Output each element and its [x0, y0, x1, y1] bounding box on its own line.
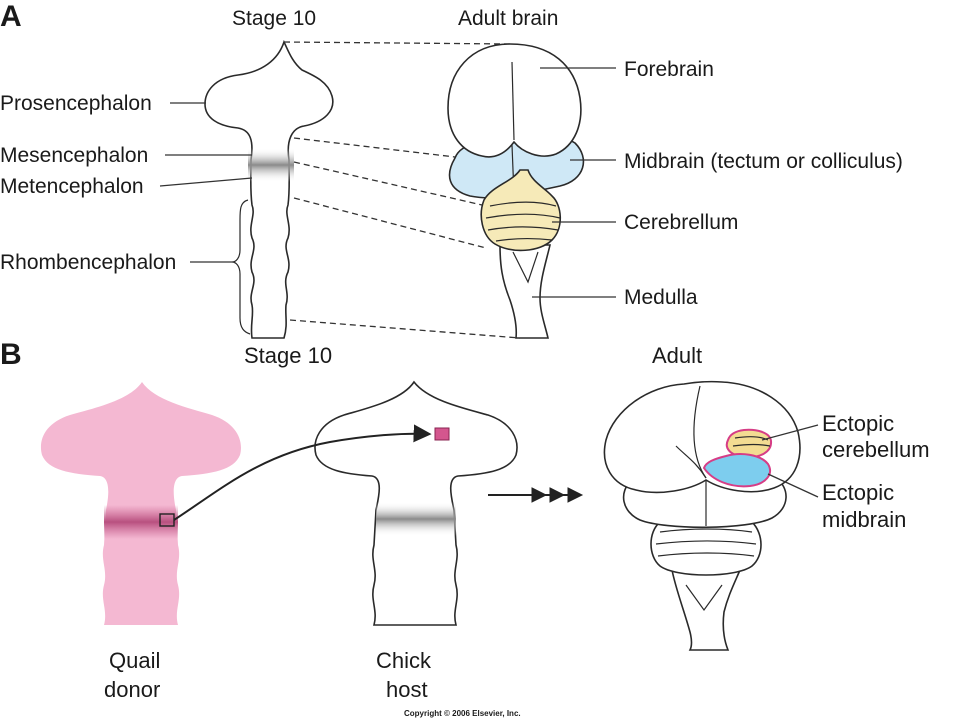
dash-mid-2	[293, 161, 483, 206]
leader-ectopic-midbrain	[767, 473, 819, 498]
leader-ectopic-cerebellum	[761, 424, 819, 441]
label-mesencephalon: Mesencephalon	[0, 144, 148, 167]
panel-letter-a: A	[0, 0, 22, 33]
host-midbrain-band	[376, 502, 456, 536]
forebrain	[447, 43, 582, 158]
label-quail-line2: donor	[104, 677, 160, 702]
label-metencephalon: Metencephalon	[0, 175, 144, 198]
cerebellum	[480, 169, 562, 252]
label-cerebellum: Cerebrellum	[624, 211, 738, 234]
panel-a-adult-title: Adult brain	[458, 7, 558, 30]
graft-site	[434, 427, 450, 441]
panel-letter-b: B	[0, 338, 22, 371]
label-chick-line1: Chick	[376, 648, 432, 673]
copyright-notice: Copyright © 2006 Elsevier, Inc.	[404, 709, 521, 718]
label-forebrain: Forebrain	[624, 58, 714, 81]
ectopic-cerebellum-graft	[725, 428, 773, 459]
dash-top	[283, 41, 511, 45]
label-ectopic-midbrain-line2: midbrain	[822, 507, 906, 532]
label-quail-line1: Quail	[109, 648, 160, 673]
label-midbrain: Midbrain (tectum or colliculus)	[624, 150, 903, 173]
adult-brain-a	[447, 43, 585, 339]
panel-a-stage-title: Stage 10	[232, 7, 316, 30]
label-ectopic-cerebellum-line2: cerebellum	[822, 437, 930, 462]
transplant-arrow	[173, 424, 432, 521]
label-ectopic-midbrain-line1: Ectopic	[822, 480, 894, 505]
label-chick-line2: host	[386, 677, 428, 702]
label-rhombencephalon: Rhombencephalon	[0, 251, 176, 274]
dash-cb	[293, 197, 487, 249]
panel-b-stage-title: Stage 10	[244, 343, 332, 368]
chick-host-tube	[314, 380, 518, 626]
panel-b-adult-title: Adult	[652, 343, 702, 368]
medulla	[499, 244, 552, 339]
dash-mid-1	[293, 137, 456, 158]
stage10-neural-tube-a	[204, 39, 334, 339]
quail-donor-tube	[40, 382, 241, 625]
quail-tube-shape	[40, 382, 241, 625]
label-ectopic-cerebellum-line1: Ectopic	[822, 411, 894, 436]
adult-brain-b	[603, 380, 801, 651]
leader-metencephalon	[159, 177, 253, 187]
dash-bottom	[289, 319, 521, 339]
rhombencephalon-bracket	[231, 199, 251, 335]
development-arrow	[488, 487, 584, 503]
label-medulla: Medulla	[624, 286, 698, 309]
quail-midbrain-band	[104, 505, 178, 539]
ectopic-midbrain-graft	[702, 453, 771, 488]
adult-b-stem	[671, 569, 742, 651]
label-prosencephalon: Prosencephalon	[0, 92, 152, 115]
mes-met-boundary-band	[248, 148, 294, 182]
